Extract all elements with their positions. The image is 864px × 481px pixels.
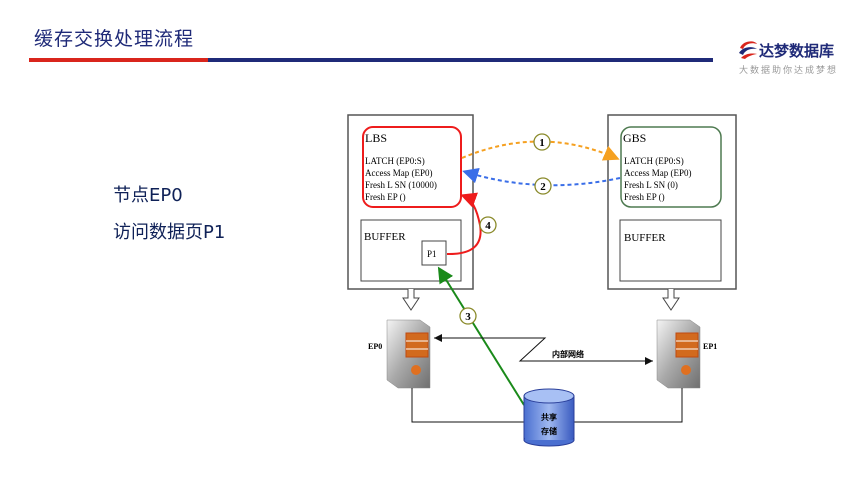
gbs-line: Fresh L SN (0) [624,180,678,190]
network-arrow-right-icon [645,357,653,365]
gbs-title: GBS [623,131,646,145]
gbs-box [620,126,722,208]
gbs-line: Fresh EP () [624,192,665,202]
svg-text:3: 3 [465,311,471,323]
page-p1-label: P1 [427,249,437,259]
left-buffer-label: BUFFER [364,231,406,243]
left-down-arrow-icon [402,289,420,311]
logo-slogan: 大数据助你达成梦想 [739,66,839,76]
right-down-arrow-icon [662,289,680,311]
logo-name: 达梦数据库 [759,42,835,60]
right-buffer-box [619,219,722,282]
svg-text:1: 1 [539,137,545,149]
page-p1-box [421,240,447,266]
page-title: 缓存交换处理流程 [34,28,195,50]
lbs-title: LBS [365,131,387,145]
right-buffer-label: BUFFER [624,232,666,244]
brand-logo: 达梦数据库 大数据助你达成梦想 [735,40,860,80]
lbs-line: Access Map (EP0) [365,168,432,178]
ep1-storage-link [574,388,683,423]
storage-label-line2: 存储 [540,426,557,436]
step4-badge: 4 [479,216,497,234]
server-ep0-label: EP0 [368,342,382,351]
step1-badge: 1 [533,133,551,151]
server-ep1-icon [656,319,701,389]
gbs-line: Access Map (EP0) [624,168,691,178]
node-label: 节点EP0 [113,185,183,206]
storage-label-line1: 共享 [541,412,557,422]
server-ep1-label: EP1 [703,342,717,351]
lbs-line: Fresh EP () [365,192,406,202]
gbs-line: LATCH (EP0:S) [624,156,684,166]
lbs-line: LATCH (EP0:S) [365,156,425,166]
lbs-box [362,126,462,208]
server-ep0-icon [386,319,431,389]
title-underline-red [29,58,208,62]
svg-text:2: 2 [540,181,546,193]
logo-mark-icon [739,41,757,59]
svg-text:4: 4 [485,220,491,232]
lbs-line: Fresh L SN (10000) [365,180,437,190]
title-underline-blue [208,58,713,62]
ep0-storage-link [411,388,524,423]
step3-badge: 3 [459,307,477,325]
network-arrow-left-icon [434,334,442,342]
step2-badge: 2 [534,177,552,195]
page-access-label: 访问数据页P1 [113,222,226,243]
network-link [434,337,653,362]
shared-storage-icon [523,388,575,447]
network-label: 内部网络 [552,349,584,359]
